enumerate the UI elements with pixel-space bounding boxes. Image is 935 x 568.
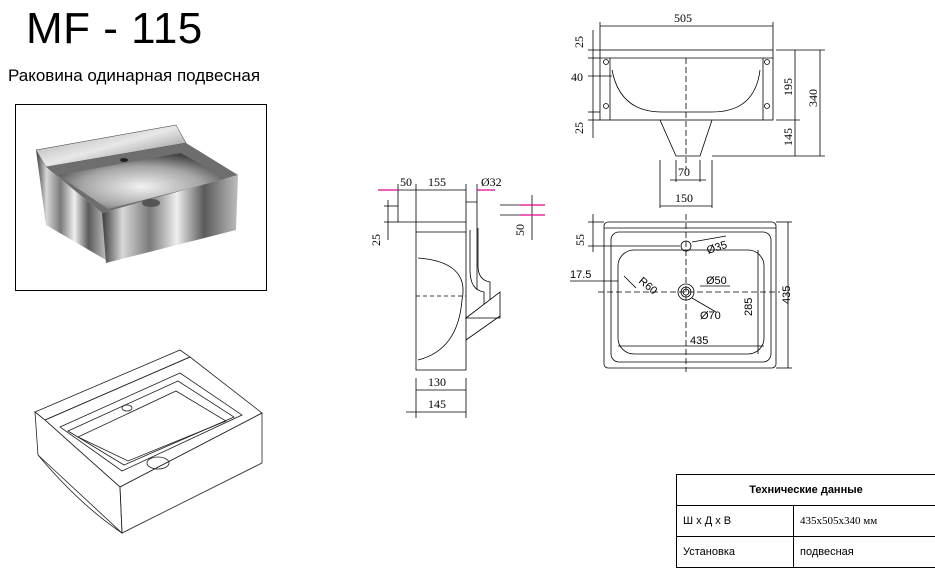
top-dim-435-bottom: 435 (690, 335, 708, 347)
specs-table: Технические данные Ш х Д х В 435x505x340… (676, 474, 935, 568)
side-dim-50-top: 50 (400, 175, 412, 189)
top-dim-d50: Ø50 (706, 275, 727, 287)
side-dim-25: 25 (369, 234, 383, 246)
front-dim-145: 145 (781, 128, 795, 146)
side-dim-50-right: 50 (513, 224, 527, 236)
top-dim-285: 285 (743, 298, 755, 316)
side-view (378, 184, 545, 418)
side-dim-145: 145 (428, 397, 446, 411)
front-dim-25-bottom: 25 (572, 122, 586, 134)
front-dim-25-top: 25 (572, 36, 586, 48)
top-dim-17-5: 17.5 (570, 269, 591, 281)
top-dim-55: 55 (573, 234, 587, 246)
front-dim-340: 340 (806, 89, 820, 107)
specs-row: Ш х Д х В 435x505x340 мм (677, 506, 935, 537)
top-dim-d70: Ø70 (700, 310, 721, 322)
specs-header-row: Технические данные (677, 475, 935, 506)
side-dim-d32: Ø32 (481, 175, 502, 189)
specs-value-dimensions: 435x505x340 мм (794, 506, 935, 537)
front-dim-195: 195 (781, 78, 795, 96)
side-dim-130: 130 (428, 375, 446, 389)
front-dim-505: 505 (674, 11, 692, 25)
front-dim-150: 150 (675, 191, 693, 205)
front-dim-40: 40 (571, 70, 583, 84)
specs-label-dimensions: Ш х Д х В (677, 506, 794, 537)
front-view (588, 22, 825, 208)
specs-title: Технические данные (677, 475, 935, 506)
front-dim-70: 70 (678, 165, 690, 179)
top-dim-435-right: 435 (781, 286, 793, 304)
top-view (570, 214, 792, 372)
top-dim-r60: R60 (636, 275, 659, 297)
top-dim-d35: Ø35 (705, 239, 728, 257)
side-dim-155: 155 (428, 175, 446, 189)
